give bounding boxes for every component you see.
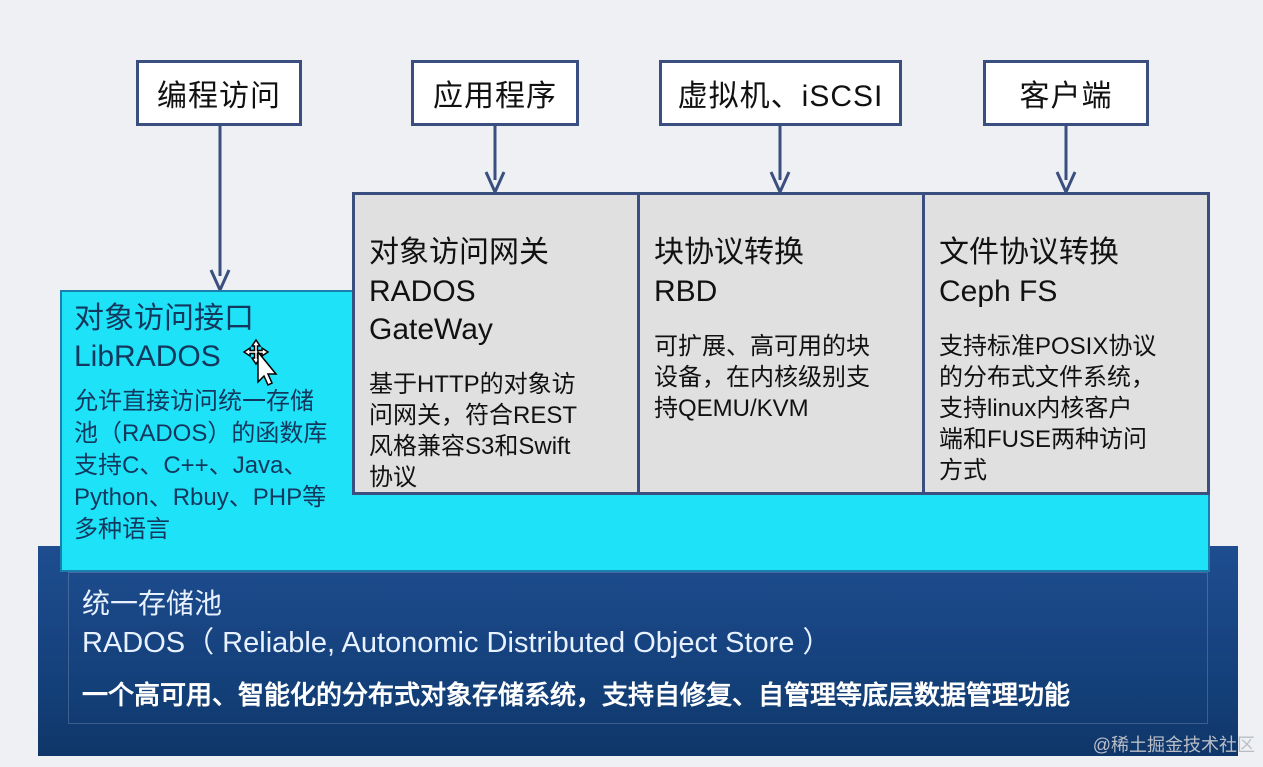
rados-layer (38, 546, 1238, 756)
rados-inner-frame (68, 572, 1208, 724)
gateway-rbd: 块协议转换 RBD 可扩展、高可用的块 设备，在内核级别支 持QEMU/KVM (637, 192, 926, 495)
gateway-desc: 可扩展、高可用的块 设备，在内核级别支 持QEMU/KVM (654, 331, 923, 424)
librados-text: 对象访问接口 LibRADOS 允许直接访问统一存储 池（RADOS）的函数库 … (74, 300, 364, 546)
desc-line: 可扩展、高可用的块 (654, 333, 870, 360)
box-label: 虚拟机、iSCSI (677, 80, 884, 113)
rados-title-en: RADOS（ Reliable, Autonomic Distributed O… (82, 627, 832, 659)
rados-title-cn: 统一存储池 (82, 588, 223, 619)
desc-line: 允许直接访问统一存储 (74, 388, 314, 415)
box-label: 应用程序 (433, 80, 557, 113)
desc-line: Python、Rbuy、PHP等 (74, 484, 327, 511)
desc-line: 支持linux内核客户 (939, 395, 1133, 422)
arrow-down-icon (209, 126, 231, 292)
arrow-down-icon (1055, 126, 1077, 194)
rados-text: 统一存储池 RADOS（ Reliable, Autonomic Distrib… (82, 586, 1070, 712)
desc-line: 的分布式文件系统， (939, 364, 1155, 391)
gateway-title-en: RADOS (369, 275, 476, 308)
desc-line: 支持C、C++、Java、 (74, 452, 308, 479)
rados-desc: 一个高可用、智能化的分布式对象存储系统，支持自修复、自管理等底层数据管理功能 (82, 680, 1071, 710)
arrow-down-icon (769, 126, 791, 194)
box-label: 编程访问 (157, 80, 281, 113)
box-programming-access: 编程访问 (136, 60, 302, 126)
desc-line: 多种语言 (74, 516, 170, 543)
librados-title-en: LibRADOS (74, 340, 221, 373)
desc-line: 基于HTTP的对象访 (369, 371, 576, 398)
gateway-title-en: RBD (654, 275, 718, 308)
desc-line: 问网关，符合REST (369, 402, 578, 429)
desc-line: 方式 (939, 457, 987, 484)
desc-line: 风格兼容S3和Swift (369, 433, 571, 460)
librados-title-cn: 对象访问接口 (74, 302, 254, 335)
desc-line: 支持标准POSIX协议 (939, 333, 1157, 360)
gateway-title-cn: 块协议转换 (654, 236, 804, 269)
gateway-title-en: Ceph FS (939, 275, 1058, 308)
desc-line: 持QEMU/KVM (654, 395, 809, 422)
desc-line: 池（RADOS）的函数库 (74, 420, 328, 447)
gateway-cephfs: 文件协议转换 Ceph FS 支持标准POSIX协议 的分布式文件系统， 支持l… (922, 192, 1210, 495)
watermark: @稀土掘金技术社区 (1092, 735, 1255, 755)
box-label: 客户端 (1019, 80, 1113, 113)
box-vm-iscsi: 虚拟机、iSCSI (659, 60, 902, 126)
librados-desc: 允许直接访问统一存储 池（RADOS）的函数库 支持C、C++、Java、 Py… (74, 386, 364, 546)
gateway-title-cn: 对象访问网关 (369, 236, 549, 269)
gateway-desc: 基于HTTP的对象访 问网关，符合REST 风格兼容S3和Swift 协议 (369, 369, 637, 493)
box-client: 客户端 (983, 60, 1149, 126)
desc-line: 端和FUSE两种访问 (939, 426, 1148, 453)
gateway-rados-gw: 对象访问网关 RADOS GateWay 基于HTTP的对象访 问网关，符合RE… (352, 192, 640, 495)
gateway-title-en2: GateWay (369, 313, 493, 346)
gateway-desc: 支持标准POSIX协议 的分布式文件系统， 支持linux内核客户 端和FUSE… (939, 331, 1207, 486)
box-application: 应用程序 (411, 60, 579, 126)
gateway-title-cn: 文件协议转换 (939, 236, 1119, 269)
move-cursor-icon (242, 338, 278, 387)
desc-line: 协议 (369, 464, 417, 491)
arrow-down-icon (484, 126, 506, 194)
desc-line: 设备，在内核级别支 (654, 364, 870, 391)
